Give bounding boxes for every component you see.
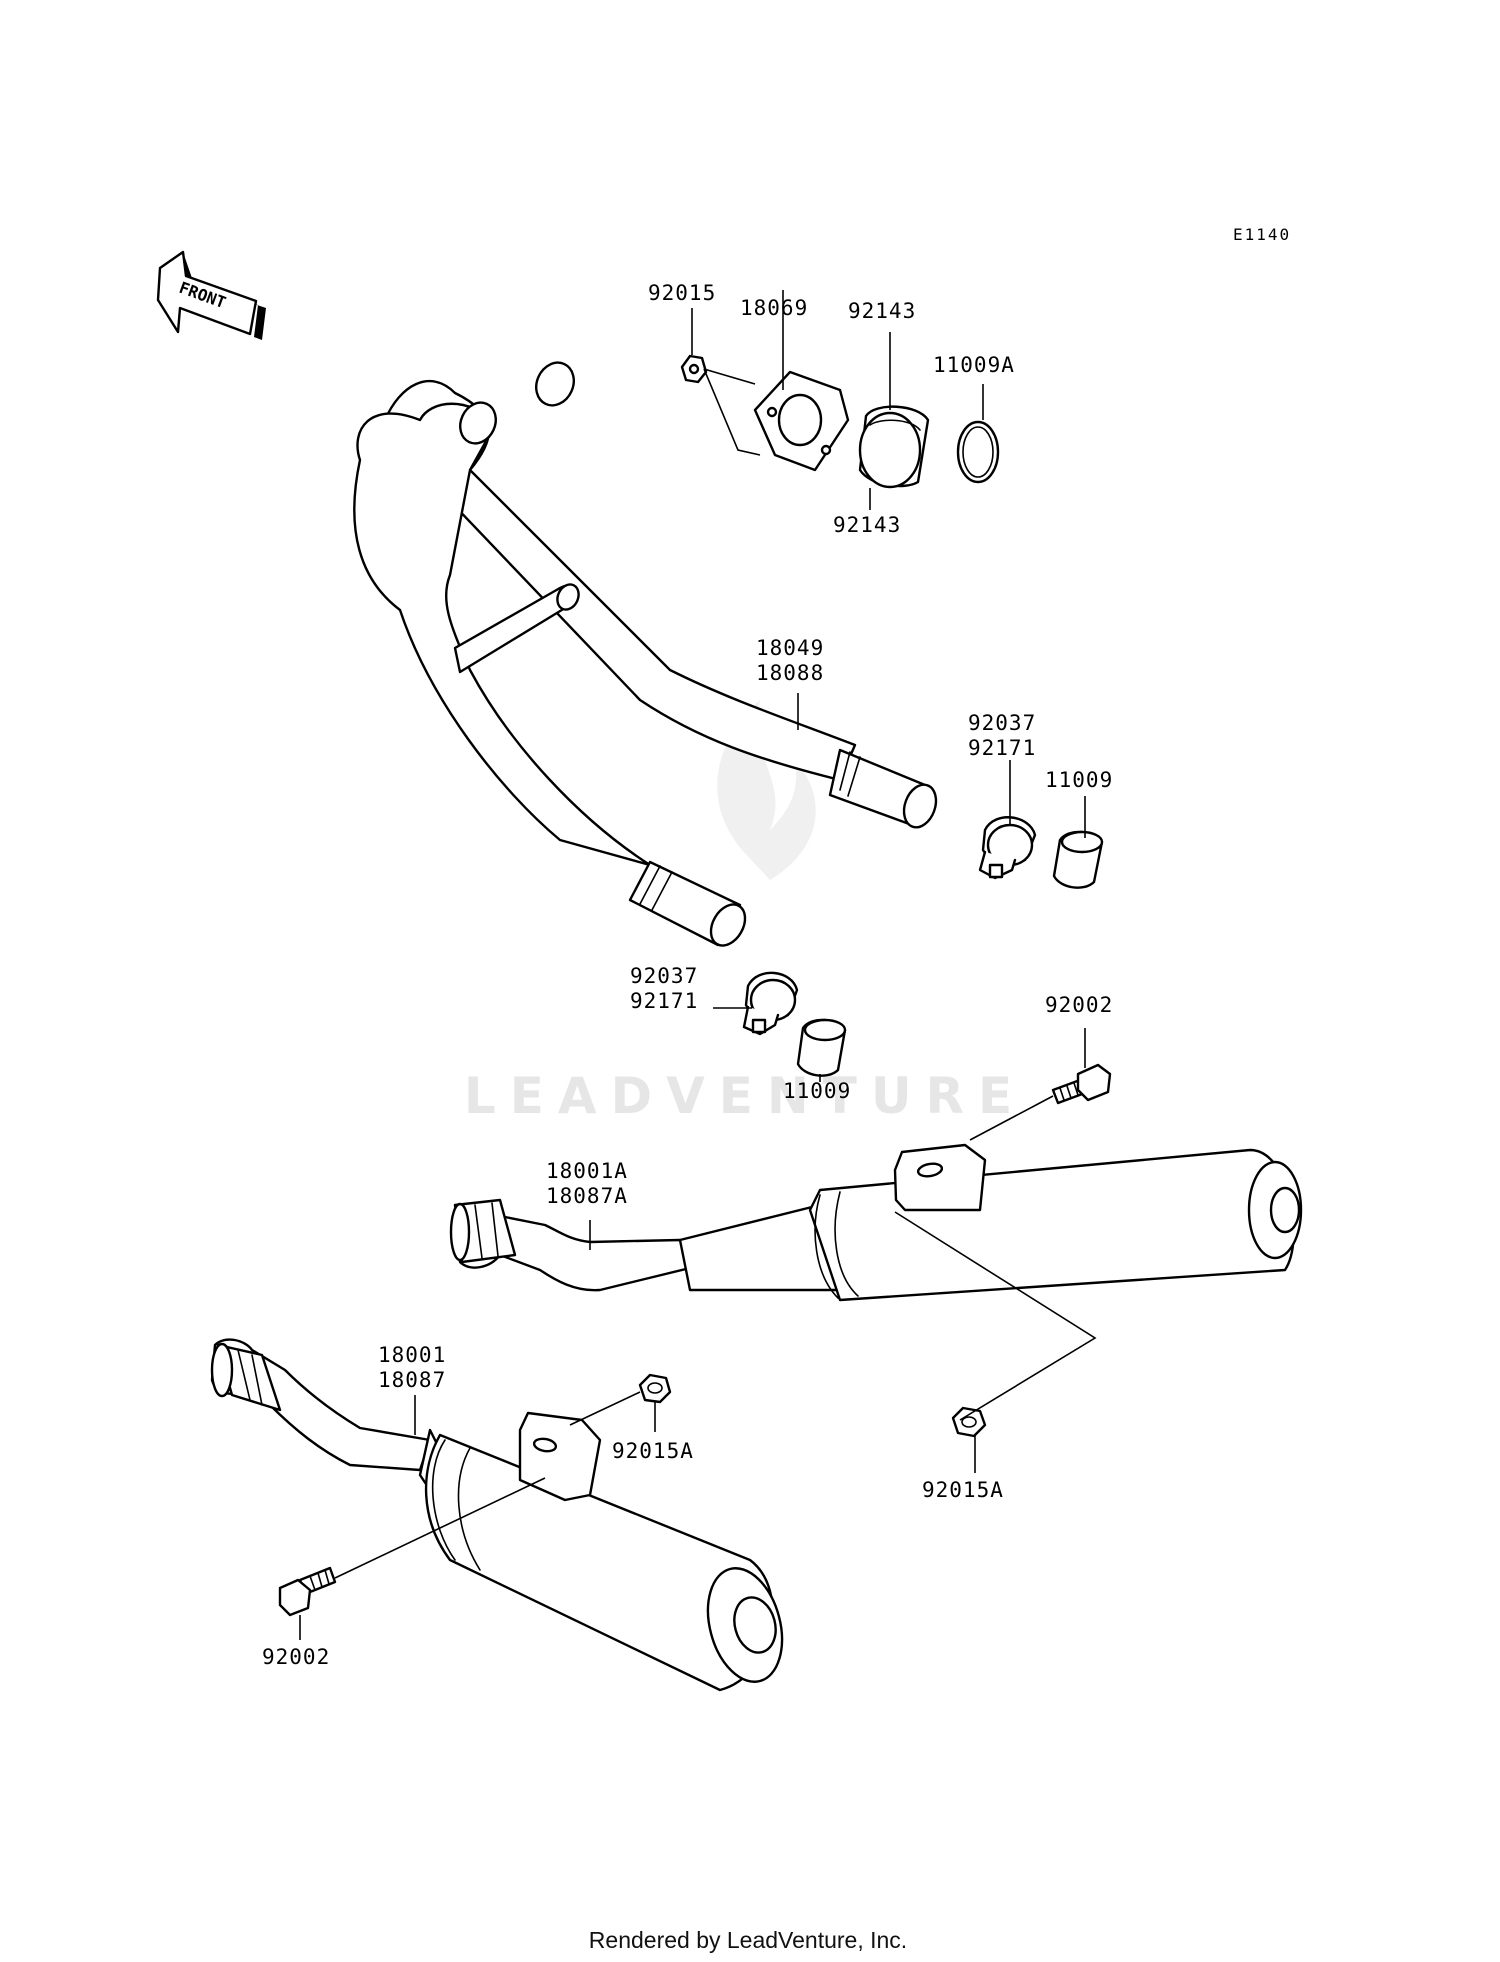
gasket-11009a bbox=[956, 420, 1000, 484]
callout-92171-right: 92171 bbox=[968, 736, 1036, 760]
footer-credit: Rendered by LeadVenture, Inc. bbox=[589, 1927, 907, 1953]
gasket-92143 bbox=[858, 405, 930, 489]
callout-92002-left: 92002 bbox=[262, 1645, 330, 1669]
callout-18001a: 18001A bbox=[546, 1159, 628, 1183]
watermark-text: LEADVENTURE bbox=[464, 1067, 1026, 1125]
callout-92015a-right: 92015A bbox=[922, 1478, 1004, 1502]
gasket-11009-right bbox=[1052, 830, 1104, 889]
muffler-18001 bbox=[210, 1338, 784, 1692]
callout-11009-right: 11009 bbox=[1045, 768, 1113, 792]
callout-92002-right: 92002 bbox=[1045, 993, 1113, 1017]
clamp-92037-right bbox=[978, 816, 1037, 880]
callout-92037-right: 92037 bbox=[968, 711, 1036, 735]
muffler-18001a bbox=[449, 1143, 1303, 1302]
callout-labels: 92015 18069 92143 11009A 92143 18049 180… bbox=[262, 281, 1113, 1669]
nut-92015a-right bbox=[951, 1406, 987, 1438]
callout-92037-left: 92037 bbox=[630, 964, 698, 988]
diagram-code: E1140 bbox=[1233, 225, 1291, 244]
callout-92143-bottom: 92143 bbox=[833, 513, 901, 537]
callout-18087a: 18087A bbox=[546, 1184, 628, 1208]
callout-92143-top: 92143 bbox=[848, 299, 916, 323]
callout-92171-left: 92171 bbox=[630, 989, 698, 1013]
bolt-92002-right bbox=[1051, 1063, 1112, 1105]
callout-92015: 92015 bbox=[648, 281, 716, 305]
head-pipe bbox=[353, 361, 938, 947]
callout-18001: 18001 bbox=[378, 1343, 446, 1367]
front-arrow-icon: FRONT bbox=[156, 250, 266, 340]
callout-18088: 18088 bbox=[756, 661, 824, 685]
callout-11009-left: 11009 bbox=[783, 1079, 851, 1103]
leader-lines bbox=[299, 290, 1097, 1640]
nut-92015a-left bbox=[638, 1373, 672, 1404]
callout-92015a-left: 92015A bbox=[612, 1439, 694, 1463]
nut-92015 bbox=[680, 354, 761, 456]
gasket-11009-left bbox=[796, 1018, 847, 1077]
flange-18069 bbox=[753, 370, 850, 472]
callout-18087: 18087 bbox=[378, 1368, 446, 1392]
callout-18069: 18069 bbox=[740, 296, 808, 320]
bolt-92002-left bbox=[278, 1566, 337, 1617]
clamp-92037-left bbox=[742, 971, 799, 1036]
callout-18049: 18049 bbox=[756, 636, 824, 660]
callout-11009a: 11009A bbox=[933, 353, 1015, 377]
